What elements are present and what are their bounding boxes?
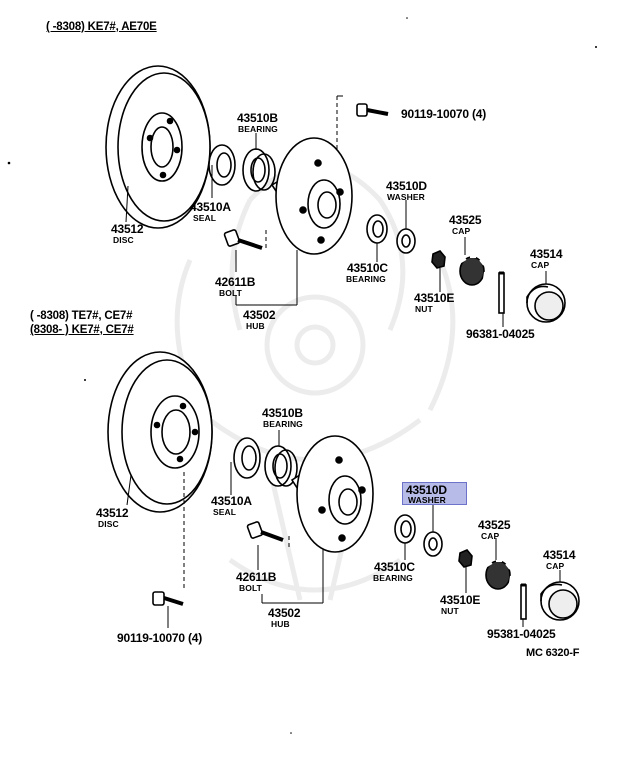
lower-seal[interactable] xyxy=(233,437,261,479)
lower-hub[interactable] xyxy=(290,435,374,553)
upper-bolt-number[interactable]: 42611B xyxy=(215,275,256,289)
lower-washer[interactable] xyxy=(423,531,443,557)
upper-screw-number[interactable]: 90119-10070 (4) xyxy=(401,107,487,121)
lower-hub-number[interactable]: 43502 xyxy=(268,606,301,620)
upper-cap-43525-name: CAP xyxy=(452,226,471,236)
header-top: ( -8308) KE7#, AE70E xyxy=(46,21,157,33)
lower-bolt-number[interactable]: 42611B xyxy=(236,570,277,584)
lower-seal-number[interactable]: 43510A xyxy=(211,494,252,508)
header-mid-line2: (8308- ) KE7#, CE7# xyxy=(30,324,134,336)
upper-bearing-c-name: BEARING xyxy=(346,274,386,284)
upper-disc-number[interactable]: 43512 xyxy=(111,222,144,236)
scan-specks xyxy=(7,17,597,734)
lower-cap-43514-name: CAP xyxy=(546,561,565,571)
upper-bearing-b[interactable] xyxy=(242,148,276,192)
upper-bolt-name: BOLT xyxy=(219,288,242,298)
upper-washer-name: WASHER xyxy=(387,192,425,202)
upper-disc[interactable] xyxy=(105,65,211,229)
lower-washer-number[interactable]: 43510D xyxy=(406,483,447,497)
upper-bolt[interactable] xyxy=(223,229,263,250)
upper-cap-43514-number[interactable]: 43514 xyxy=(530,247,563,261)
lower-bearing-c[interactable] xyxy=(394,514,416,544)
lower-cotter-pin[interactable] xyxy=(520,583,527,620)
lower-bearing-c-name: BEARING xyxy=(373,573,413,583)
lower-cap-43525-number[interactable]: 43525 xyxy=(478,518,511,532)
upper-cotter-pin[interactable] xyxy=(498,271,505,314)
lower-disc-name: DISC xyxy=(98,519,119,529)
lower-bearing-c-number[interactable]: 43510C xyxy=(374,560,415,574)
leader-lines xyxy=(125,95,561,628)
lower-cap-43514[interactable] xyxy=(540,581,580,621)
figure-code: MC 6320-F xyxy=(526,647,580,659)
lower-bearing-b-name: BEARING xyxy=(263,419,303,429)
upper-cap-43525-number[interactable]: 43525 xyxy=(449,213,482,227)
upper-seal-name: SEAL xyxy=(193,213,217,223)
upper-cap-43514-name: CAP xyxy=(531,260,550,270)
upper-hub[interactable] xyxy=(270,137,353,255)
upper-washer-number[interactable]: 43510D xyxy=(386,179,427,193)
upper-seal[interactable] xyxy=(208,144,236,186)
lower-cap-43525-name: CAP xyxy=(481,531,500,541)
header-mid-line1: ( -8308) TE7#, CE7# xyxy=(30,310,133,322)
lower-disc[interactable] xyxy=(107,351,213,513)
lower-disc-number[interactable]: 43512 xyxy=(96,506,129,520)
lower-washer-name: WASHER xyxy=(408,495,446,505)
upper-pin-number[interactable]: 96381-04025 xyxy=(466,327,535,341)
lower-nut-number[interactable]: 43510E xyxy=(440,593,481,607)
lower-cap-43525[interactable] xyxy=(485,560,512,590)
upper-nut-name: NUT xyxy=(415,304,433,314)
upper-cap-43514[interactable] xyxy=(526,283,566,323)
upper-washer[interactable] xyxy=(396,228,416,254)
lower-bolt[interactable] xyxy=(246,521,284,542)
upper-nut-number[interactable]: 43510E xyxy=(414,291,455,305)
upper-bearing-b-name: BEARING xyxy=(238,124,278,134)
lower-bearing-b[interactable] xyxy=(264,445,298,487)
upper-cap-43525[interactable] xyxy=(459,256,486,286)
upper-disc-name: DISC xyxy=(113,235,134,245)
lower-screw[interactable] xyxy=(152,591,184,606)
upper-hub-name: HUB xyxy=(246,321,265,331)
upper-screw[interactable] xyxy=(356,103,389,117)
highlighted-part-box xyxy=(402,482,467,505)
lower-nut[interactable] xyxy=(458,549,473,568)
lower-cap-43514-number[interactable]: 43514 xyxy=(543,548,576,562)
upper-seal-number[interactable]: 43510A xyxy=(190,200,231,214)
upper-nut[interactable] xyxy=(431,250,446,269)
upper-bearing-c-number[interactable]: 43510C xyxy=(347,261,388,275)
lower-nut-name: NUT xyxy=(441,606,459,616)
lower-bearing-b-number[interactable]: 43510B xyxy=(262,406,303,420)
upper-bearing-b-number[interactable]: 43510B xyxy=(237,111,278,125)
upper-bearing-c[interactable] xyxy=(366,214,388,244)
lower-bolt-name: BOLT xyxy=(239,583,262,593)
lower-pin-number[interactable]: 95381-04025 xyxy=(487,627,556,641)
lower-screw-number[interactable]: 90119-10070 (4) xyxy=(117,631,203,645)
lower-hub-name: HUB xyxy=(271,619,290,629)
lower-seal-name: SEAL xyxy=(213,507,237,517)
upper-hub-number[interactable]: 43502 xyxy=(243,308,276,322)
